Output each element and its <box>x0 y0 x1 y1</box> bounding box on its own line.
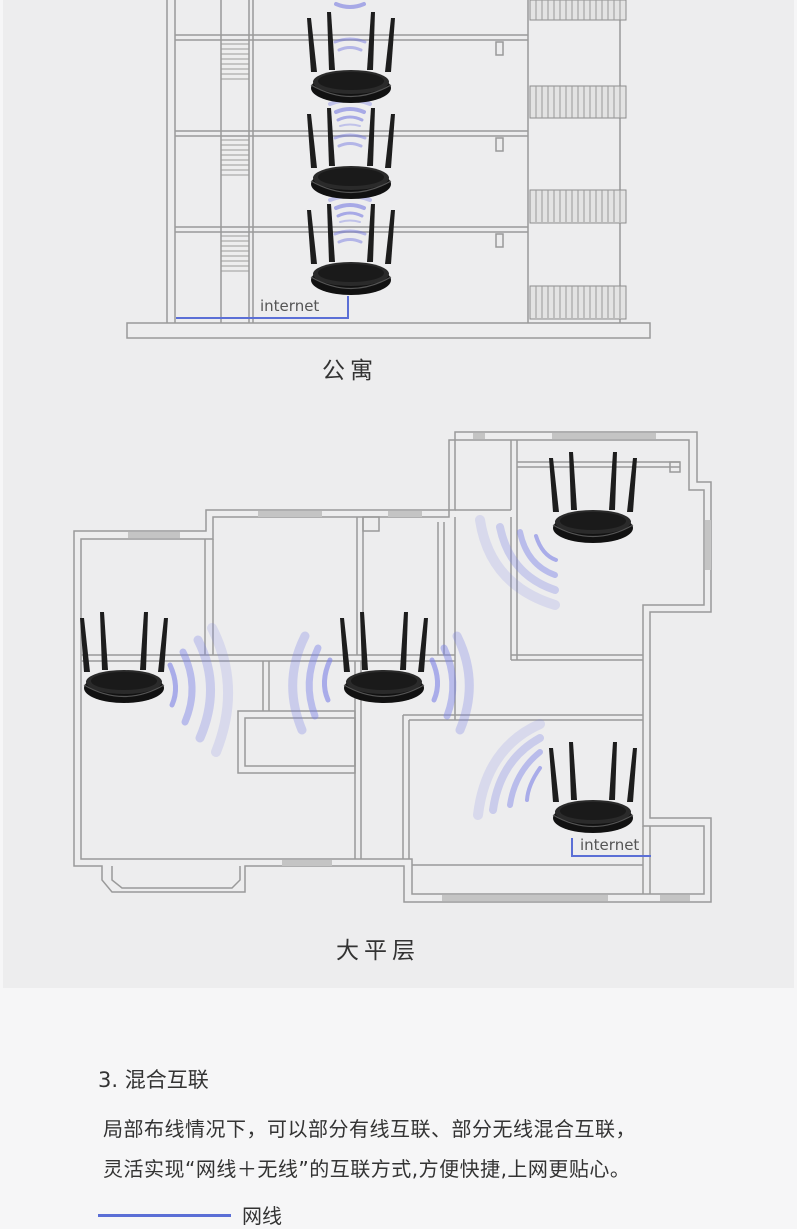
description-line-2: 灵活实现“网线＋无线”的互联方式,方便快捷,上网更贴心。 <box>103 1157 631 1181</box>
flat-internet-label: internet <box>580 836 639 854</box>
flat-signals <box>167 515 560 820</box>
router-flat-center <box>339 611 429 704</box>
router-floor-3 <box>306 11 396 104</box>
flat-windows <box>128 433 711 901</box>
legend-wired-label: 网线 <box>242 1204 282 1228</box>
apartment-internet-label: internet <box>260 297 319 315</box>
balcony-slats <box>529 0 627 320</box>
router-flat-bottom-right <box>548 741 638 834</box>
stair-steps <box>220 43 250 272</box>
network-diagrams: internet 公寓 <box>73 0 712 964</box>
apartment-building <box>126 0 651 339</box>
flat-floor-plan <box>73 431 712 903</box>
diagram-panel <box>3 0 794 988</box>
router-flat-left <box>79 611 169 704</box>
flat-wired-line <box>571 838 651 857</box>
legend-wired-line <box>98 1214 231 1217</box>
description-line-1: 局部布线情况下，可以部分有线互联、部分无线混合互联， <box>103 1117 636 1141</box>
router-floor-1 <box>306 203 396 296</box>
apartment-wired-line <box>176 296 349 319</box>
section-title: 3. 混合互联 <box>98 1068 209 1092</box>
router-flat-top-right <box>548 451 638 544</box>
apartment-signals <box>328 2 372 244</box>
flat-caption: 大平层 <box>336 938 420 964</box>
router-floor-2 <box>306 107 396 200</box>
apartment-caption: 公寓 <box>322 358 378 384</box>
